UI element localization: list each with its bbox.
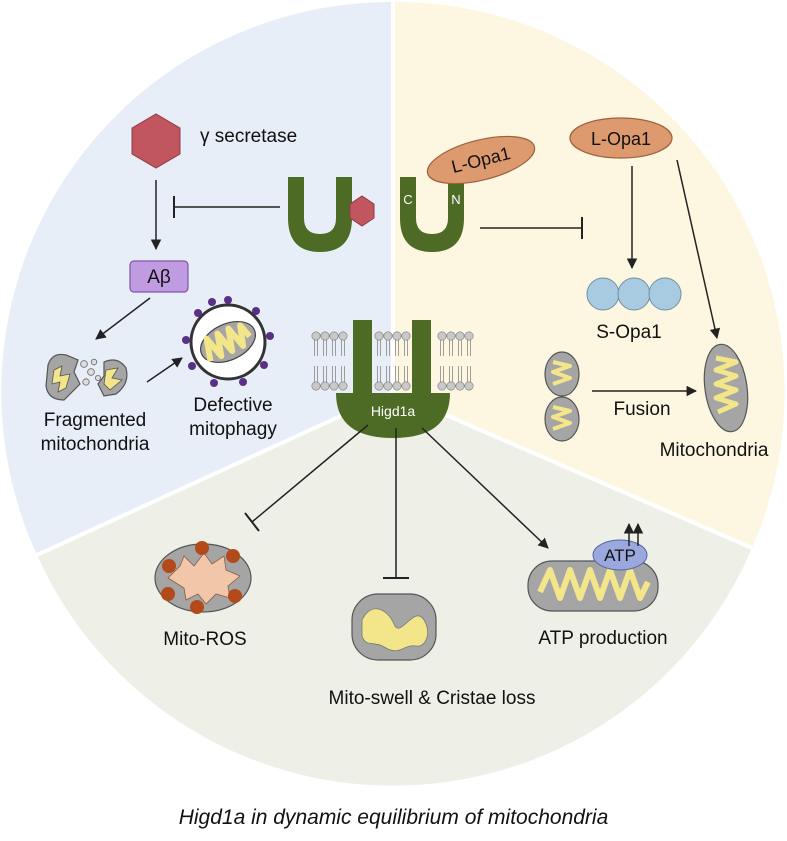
atp-label: ATP <box>604 546 636 565</box>
arrow-fragmented-to-mitophagy <box>146 357 183 383</box>
small-mitochondrion-top-icon <box>544 351 580 397</box>
mito-swell-label: Mito-swell & Cristae loss <box>329 688 536 709</box>
higd1a-label: Higd1a <box>371 403 416 419</box>
mito-ros-icon <box>154 541 252 614</box>
defective-label-line1: Defective <box>193 395 272 416</box>
abeta-label: Aβ <box>147 267 171 288</box>
gamma-secretase-hexagon-icon <box>131 113 181 169</box>
c-terminal-label: C <box>403 192 412 207</box>
fragmented-label-line1: Fragmented <box>44 410 146 431</box>
atp-mitochondrion-icon <box>527 539 659 612</box>
sector-divider <box>36 2 753 557</box>
figure-caption: Higd1a in dynamic equilibrium of mitocho… <box>178 806 609 829</box>
abeta-box <box>129 260 189 293</box>
fragmented-mitochondria-icon <box>45 353 128 401</box>
atp-up-arrows-icon <box>623 522 644 546</box>
mitochondria-label: Mitochondria <box>660 440 769 461</box>
l-opa1-label: L-Opa1 <box>591 129 651 149</box>
s-opa1-icon <box>586 277 682 311</box>
s-opa1-label: S-Opa1 <box>596 322 661 343</box>
arrow-lopa1-to-mitochondria <box>676 159 721 340</box>
sector-left <box>1 1 394 556</box>
l-opa1-oval <box>569 117 673 159</box>
mito-ros-label: Mito-ROS <box>163 629 246 650</box>
higd1a-membrane-protein-icon <box>336 320 450 438</box>
defective-mitophagy-icon <box>182 296 274 387</box>
fusion-label: Fusion <box>613 399 670 420</box>
higd1a-u-left-icon <box>288 177 352 252</box>
atp-production-label: ATP production <box>538 628 667 649</box>
gamma-secretase-label: γ secretase <box>200 126 297 147</box>
membrane-bilayer-icon <box>311 331 474 391</box>
higd1a-u-right-icon <box>400 177 464 252</box>
mito-swell-icon <box>351 593 437 661</box>
l-opa1-bound-oval <box>426 135 536 185</box>
inhibition-line-ros <box>251 424 369 523</box>
inhibition-bar-ros <box>244 512 260 532</box>
fused-mitochondrion-icon <box>703 343 749 433</box>
arrow-abeta-to-fragmented <box>95 297 151 340</box>
small-mitochondrion-bottom-icon <box>544 396 580 442</box>
arrow-atp <box>421 427 549 549</box>
fragmented-label-line2: mitochondria <box>41 434 150 455</box>
sector-bottom <box>37 392 752 786</box>
defective-label-line2: mitophagy <box>189 419 277 440</box>
n-terminal-label: N <box>451 192 460 207</box>
secretase-bound-hexagon-icon <box>349 195 375 227</box>
